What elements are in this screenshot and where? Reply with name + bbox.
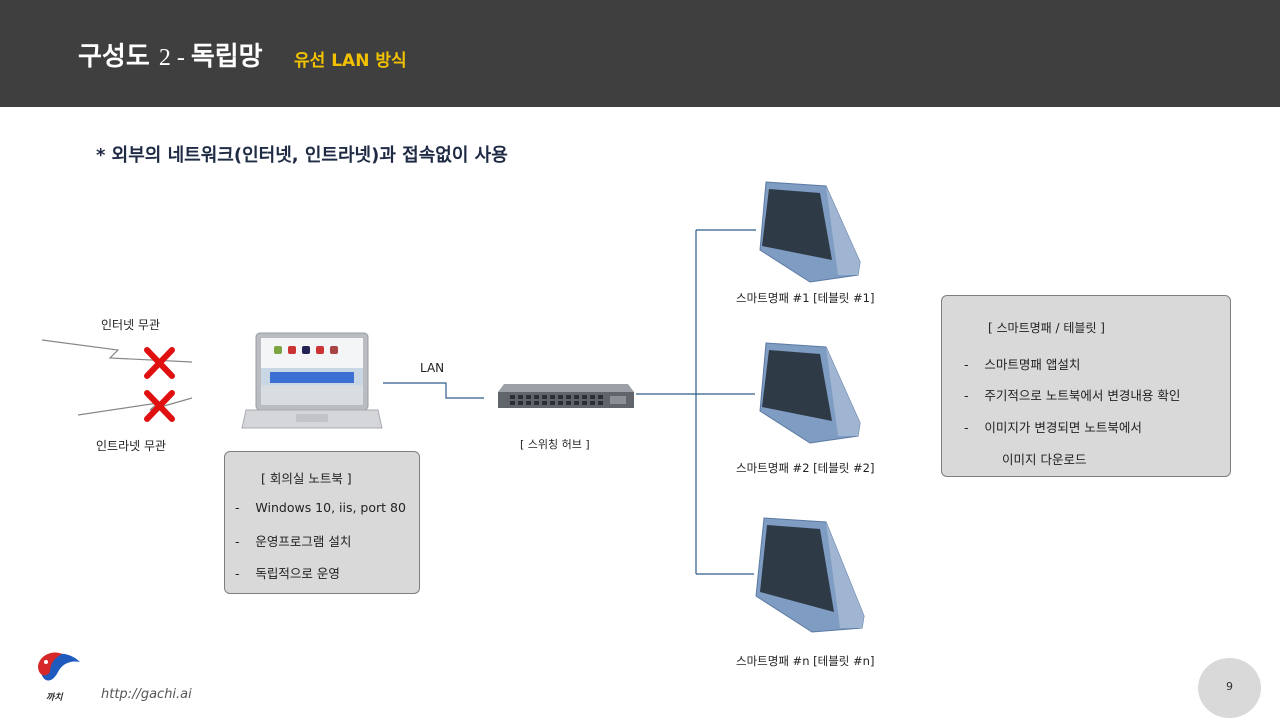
hub-to-tablets-cables — [636, 229, 756, 575]
tablet-item-3: - 이미지가 변경되면 노트북에서 — [964, 420, 1142, 435]
intranet-label: 인트라넷 무관 — [96, 439, 167, 453]
tablet-2-label: 스마트명패 #2 [테블릿 #2] — [736, 461, 875, 475]
title-main: 구성도 — [78, 42, 159, 72]
tablet-item-2: - 주기적으로 노트북에서 변경내용 확인 — [964, 388, 1181, 403]
page-title: 구성도 2 - 독립망 — [78, 36, 263, 73]
notebook-item-2: - 운영프로그램 설치 — [235, 534, 352, 549]
hub-label: [ 스위칭 허브 ] — [520, 438, 590, 451]
smart-nameplate-2-icon — [759, 342, 861, 444]
gachi-logo-icon — [38, 652, 80, 681]
smart-nameplate-1-icon — [759, 181, 861, 283]
title-tail: 독립망 — [190, 42, 263, 72]
website-link[interactable]: http://gachi.ai — [101, 687, 192, 702]
tablet-1-label: 스마트명패 #1 [테블릿 #1] — [736, 291, 875, 305]
tablet-n-label: 스마트명패 #n [테블릿 #n] — [736, 654, 875, 668]
notebook-info-box: [ 회의실 노트북 ] - Windows 10, iis, port 80 -… — [224, 451, 420, 594]
lan-cable — [383, 382, 484, 399]
tablet-item-3-continuation: 이미지 다운로드 — [1002, 452, 1087, 467]
internet-blocked-icon — [144, 347, 175, 379]
internet-signal-line — [41, 339, 193, 363]
switching-hub-icon — [498, 384, 634, 408]
intranet-blocked-icon — [144, 390, 175, 422]
notebook-item-1: - Windows 10, iis, port 80 — [235, 500, 406, 515]
lan-label: LAN — [420, 361, 445, 375]
network-note: * 외부의 네트워크(인터넷, 인트라넷)과 접속없이 사용 — [96, 145, 508, 166]
tablet-info-box: [ 스마트명패 / 테블릿 ] - 스마트명패 앱설치 - 주기적으로 노트북에… — [941, 295, 1231, 477]
header-bar — [0, 0, 1280, 107]
laptop-icon — [241, 332, 383, 429]
logo-text: 까치 — [46, 693, 63, 703]
title-number: 2 - — [158, 45, 191, 71]
notebook-box-title: [ 회의실 노트북 ] — [261, 471, 352, 486]
notebook-item-3: - 독립적으로 운영 — [235, 566, 340, 581]
connection-type-tag: 유선 LAN 방식 — [294, 51, 407, 71]
tablet-item-1: - 스마트명패 앱설치 — [964, 357, 1081, 372]
smart-nameplate-n-icon — [755, 517, 865, 633]
tablet-box-title: [ 스마트명패 / 테블릿 ] — [988, 321, 1105, 335]
internet-label: 인터넷 무관 — [101, 318, 161, 332]
intranet-signal-line — [77, 397, 193, 416]
page-number-badge: 9 — [1198, 658, 1261, 718]
page-number: 9 — [1226, 680, 1233, 693]
